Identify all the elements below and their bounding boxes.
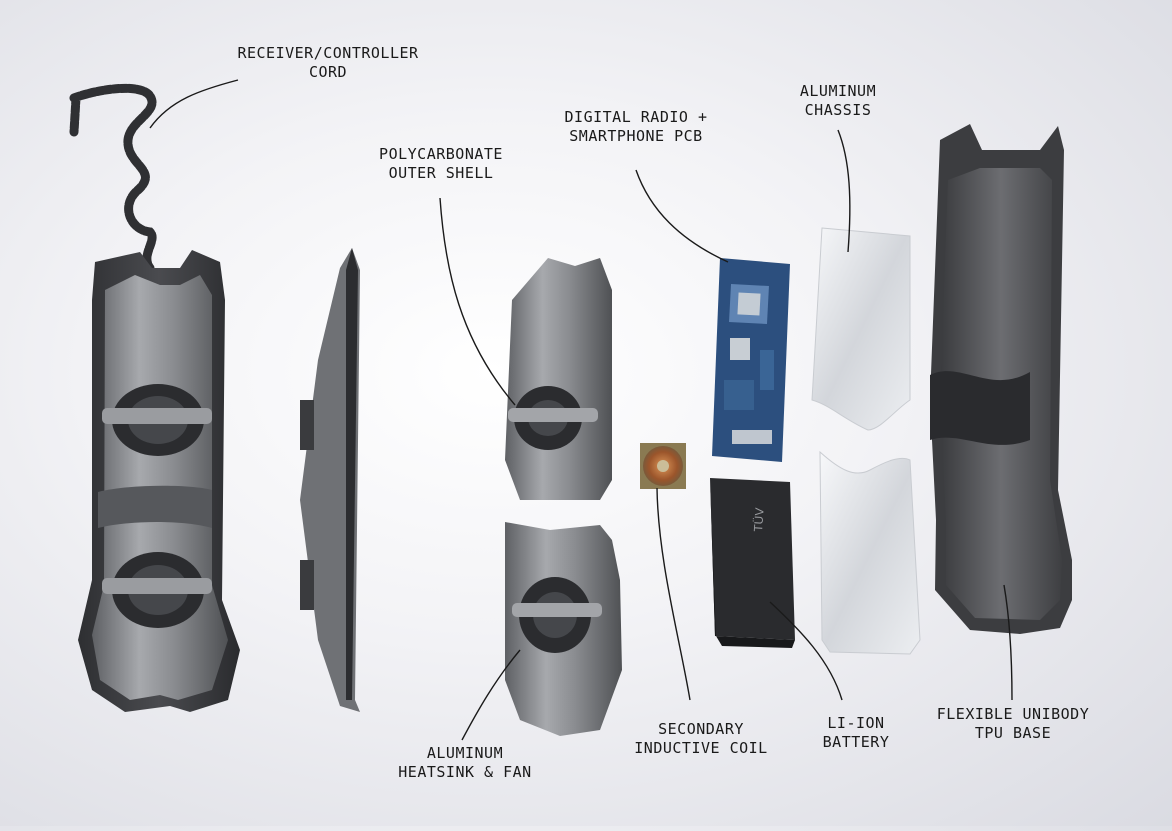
label-li-ion-battery: LI-ION BATTERY [822,714,890,751]
label-receiver-controller-cord: RECEIVER/CONTROLLER CORD [237,44,419,81]
upper-fan-bracket [102,408,212,424]
base-clip [930,371,1030,445]
battery-marking: TÜV [751,507,767,532]
leader-heatsink [461,649,521,741]
heatsink-and-fan [505,522,622,736]
inductive-coil [640,443,686,489]
li-ion-battery: TÜV [710,478,795,648]
label-aluminum-heatsink-fan: ALUMINUM HEATSINK & FAN [398,744,532,781]
leader-cord [149,79,239,129]
leader-base [1003,584,1013,701]
leader-coil [656,487,691,701]
label-digital-radio-pcb: DIGITAL RADIO + SMARTPHONE PCB [564,108,708,145]
side-profile [300,248,360,712]
label-flexible-unibody-tpu-base: FLEXIBLE UNIBODY TPU BASE [936,705,1090,742]
center-band [98,485,212,528]
leader-lines [149,79,1013,741]
label-secondary-inductive-coil: SECONDARY INDUCTIVE COIL [634,720,768,757]
leader-pcb [635,169,729,263]
leader-chassis [837,129,851,253]
tpu-base [930,124,1072,634]
cord [69,83,157,273]
leader-battery [769,601,843,701]
aluminum-chassis [811,227,921,655]
polycarbonate-shell-upper [505,258,612,500]
pcb [712,258,790,462]
assembled-unit [69,83,240,712]
label-aluminum-chassis: ALUMINUM CHASSIS [799,82,877,119]
label-polycarbonate-outer-shell: POLYCARBONATE OUTER SHELL [379,145,503,182]
leader-shell [439,197,516,406]
lower-fan-bracket [102,578,212,594]
